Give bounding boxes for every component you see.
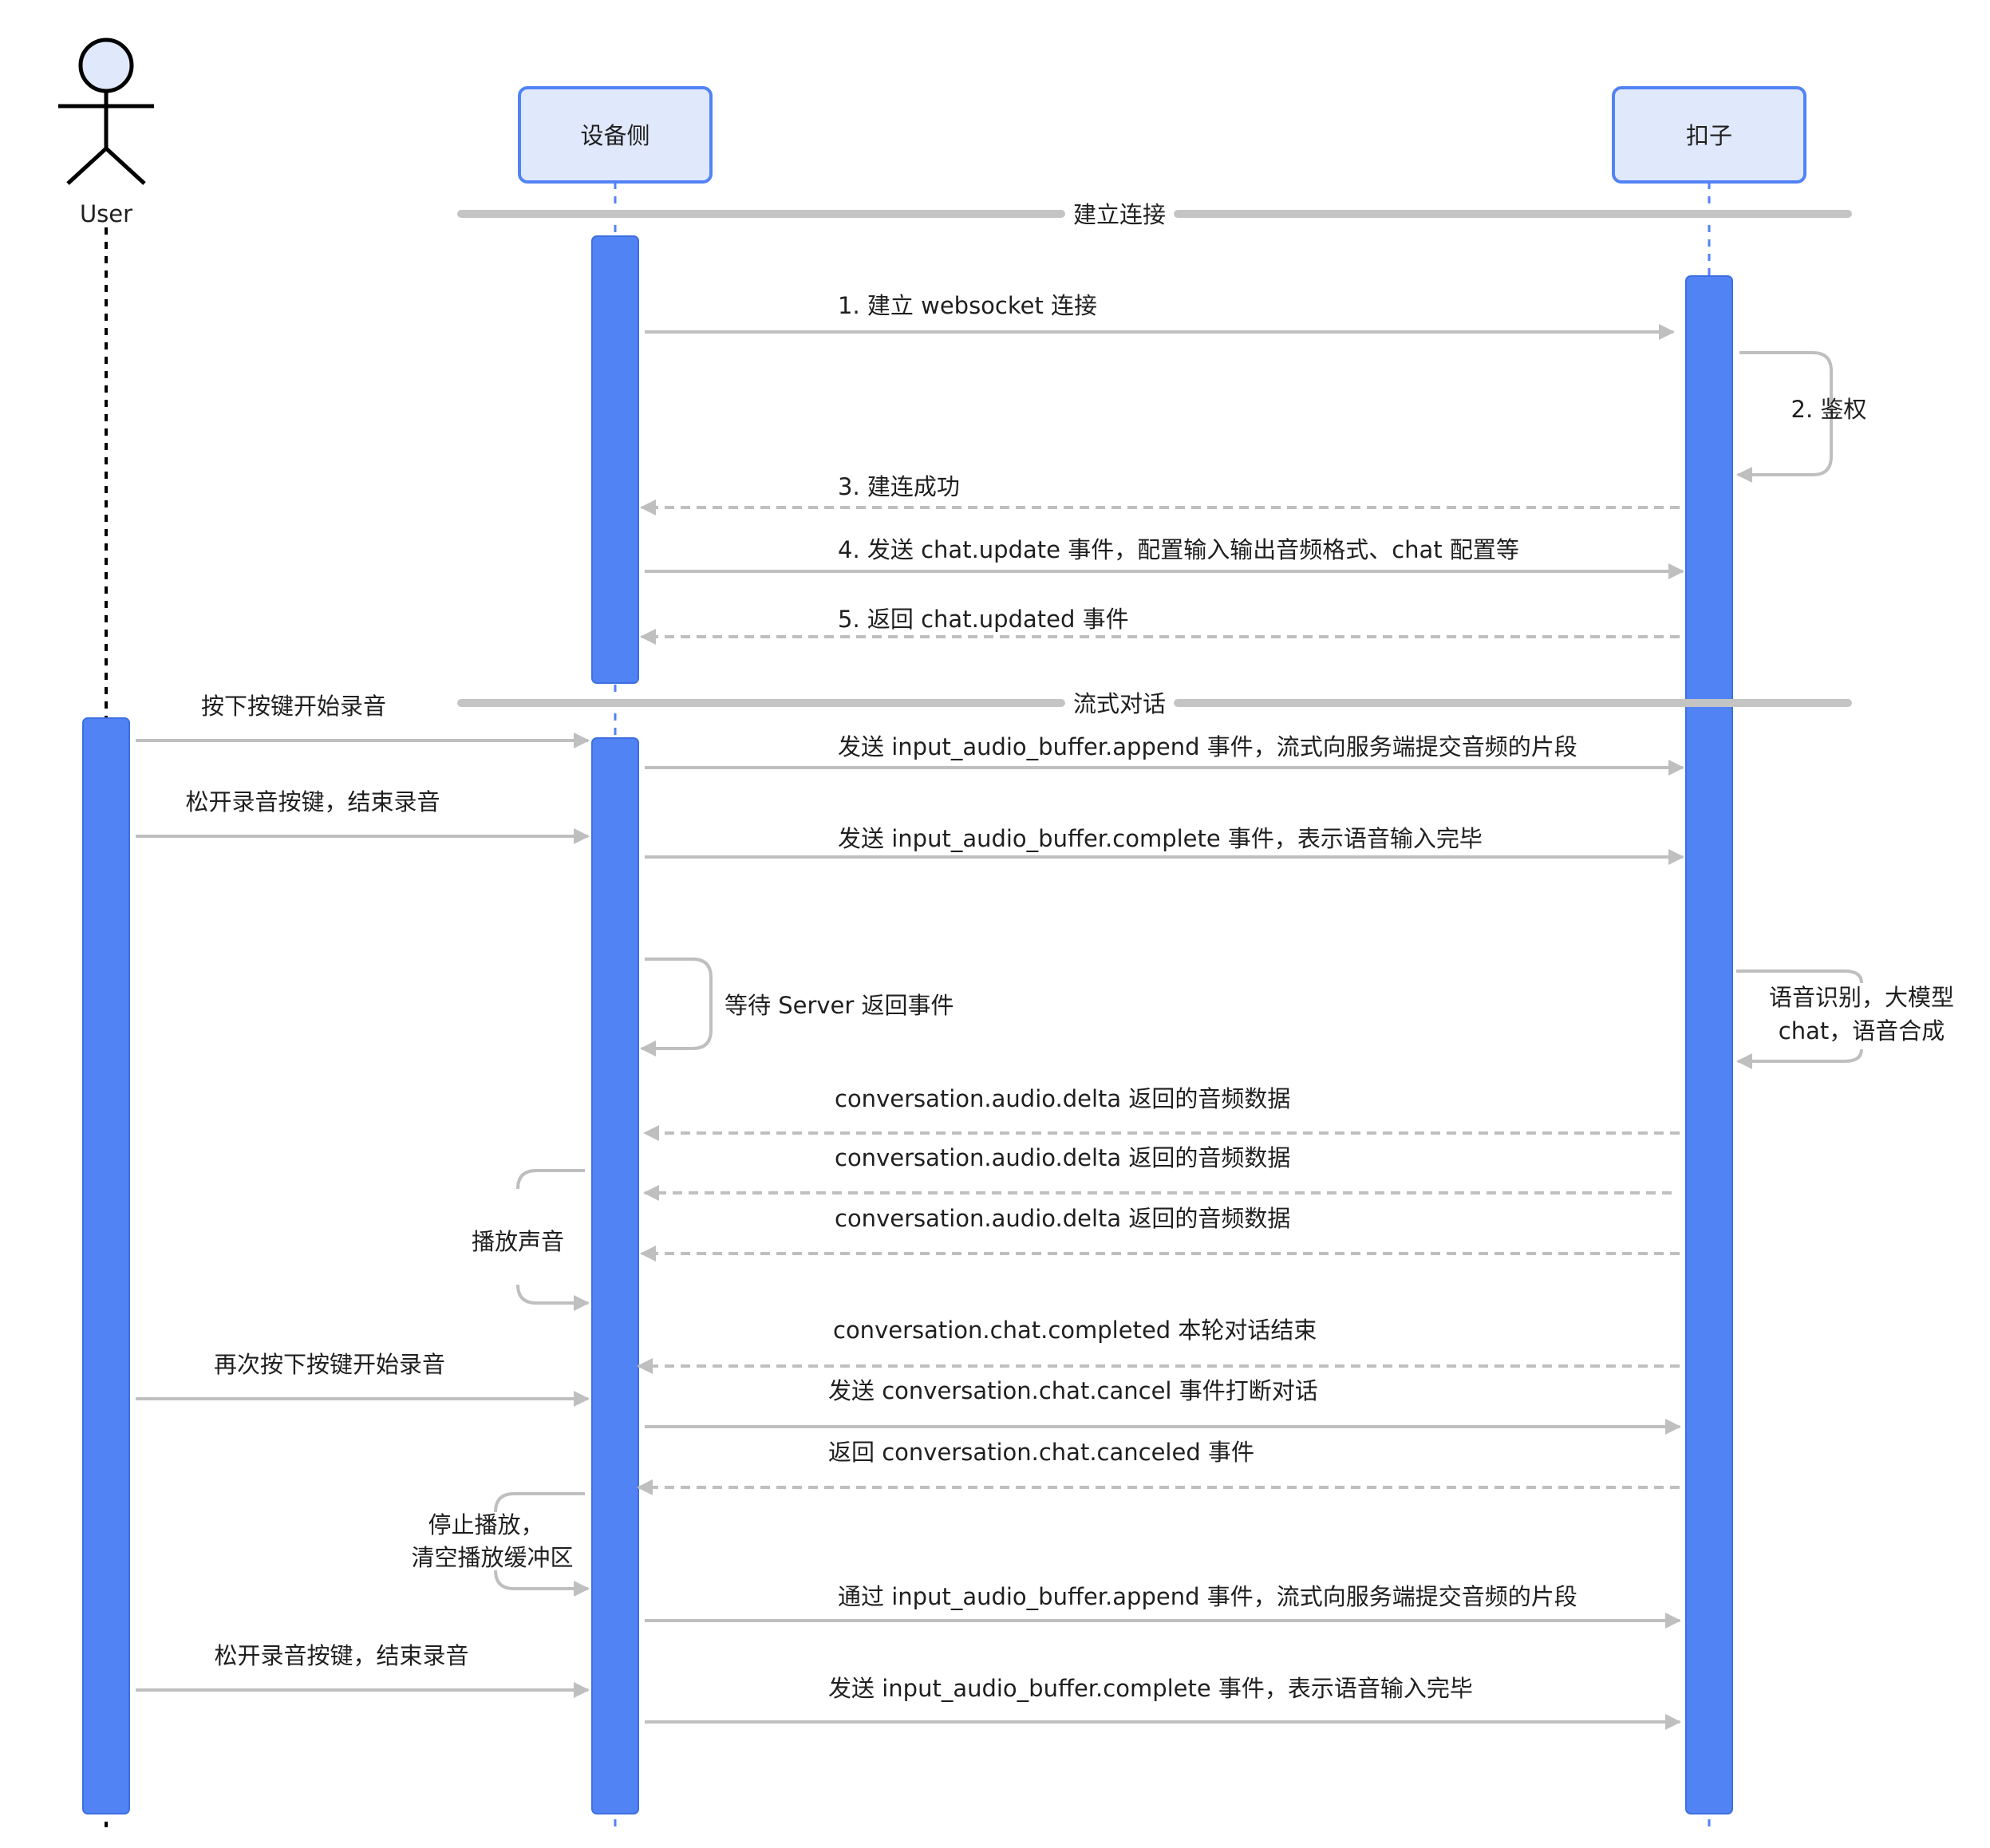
section-stream-label: 流式对话 [1073,690,1166,717]
message-delta-1: conversation.audio.delta 返回的音频数据 [643,1085,1680,1141]
svg-text:按下按键开始录音: 按下按键开始录音 [201,693,386,720]
svg-text:4. 发送 chat.update 事件，配置输入输出音频格: 4. 发送 chat.update 事件，配置输入输出音频格式、chat 配置等 [838,536,1519,563]
svg-text:5. 返回 chat.updated 事件: 5. 返回 chat.updated 事件 [838,606,1129,633]
message-5: 5. 返回 chat.updated 事件 [640,606,1680,645]
svg-text:发送 conversation.chat.cancel 事件: 发送 conversation.chat.cancel 事件打断对话 [828,1377,1318,1404]
message-canceled: 返回 conversation.chat.canceled 事件 [637,1439,1680,1495]
message-stop-self: 停止播放， 清空播放缓冲区 [411,1492,588,1589]
svg-text:等待 Server 返回事件: 等待 Server 返回事件 [725,992,954,1019]
participant-device: 设备侧 [518,86,713,184]
user-label: User [80,200,132,227]
svg-text:松开录音按键，结束录音: 松开录音按键，结束录音 [214,1642,468,1669]
message-delta-3: conversation.audio.delta 返回的音频数据 [640,1205,1680,1262]
message-2-self: 2. 鉴权 [1736,351,1867,483]
svg-text:通过 input_audio_buffer.append 事: 通过 input_audio_buffer.append 事件，流式向服务端提交… [838,1583,1577,1610]
svg-text:3. 建连成功: 3. 建连成功 [838,473,960,500]
section-connect-label: 建立连接 [1073,201,1166,228]
svg-text:发送 input_audio_buffer.complete: 发送 input_audio_buffer.complete 事件，表示语音输入… [838,825,1483,852]
svg-text:停止播放，: 停止播放， [428,1511,543,1538]
section-connect: 建立连接 [457,201,1852,228]
message-release-1: 松开录音按键，结束录音 [136,788,590,844]
message-1: 1. 建立 websocket 连接 [645,292,1675,340]
svg-text:conversation.audio.delta 返回的音频: conversation.audio.delta 返回的音频数据 [835,1144,1290,1171]
stick-figure-actor-icon [58,38,154,185]
message-press-again: 再次按下按键开始录音 [136,1351,590,1407]
message-delta-2: conversation.audio.delta 返回的音频数据 [643,1144,1672,1201]
message-4: 4. 发送 chat.update 事件，配置输入输出音频格式、chat 配置等 [645,536,1684,579]
svg-text:松开录音按键，结束录音: 松开录音按键，结束录音 [185,788,440,815]
message-complete-2: 发送 input_audio_buffer.complete 事件，表示语音输入… [645,1675,1681,1730]
message-append-2: 通过 input_audio_buffer.append 事件，流式向服务端提交… [645,1583,1681,1629]
svg-text:conversation.chat.completed 本轮: conversation.chat.completed 本轮对话结束 [833,1317,1317,1344]
svg-text:conversation.audio.delta 返回的音频: conversation.audio.delta 返回的音频数据 [835,1085,1290,1112]
section-stream: 流式对话 [457,690,1852,717]
coze-activation [1685,275,1733,1814]
user-activation [82,717,130,1814]
device-activation-1 [591,235,639,684]
participant-coze: 扣子 [1612,86,1806,184]
svg-text:1. 建立 websocket 连接: 1. 建立 websocket 连接 [838,292,1097,319]
message-release-2: 松开录音按键，结束录音 [136,1642,590,1698]
svg-text:2. 鉴权: 2. 鉴权 [1791,396,1867,423]
svg-text:播放声音: 播放声音 [472,1228,564,1255]
participant-device-label: 设备侧 [580,122,650,149]
svg-text:chat，语音合成: chat，语音合成 [1779,1017,1945,1044]
device-activation-2 [591,737,639,1814]
message-append-1: 发送 input_audio_buffer.append 事件，流式向服务端提交… [645,733,1684,776]
message-cancel: 发送 conversation.chat.cancel 事件打断对话 [645,1377,1681,1435]
svg-text:语音识别，大模型: 语音识别，大模型 [1769,984,1954,1011]
message-play-self: 播放声音 [472,1169,588,1303]
svg-text:返回 conversation.chat.canceled: 返回 conversation.chat.canceled 事件 [828,1439,1254,1466]
participant-coze-label: 扣子 [1686,122,1732,149]
message-wait-self: 等待 Server 返回事件 [640,958,954,1056]
message-3: 3. 建连成功 [640,473,1680,515]
message-press: 按下按键开始录音 [136,693,590,748]
message-process-self: 语音识别，大模型 chat，语音合成 [1736,969,1954,1061]
svg-text:再次按下按键开始录音: 再次按下按键开始录音 [214,1351,445,1378]
svg-text:conversation.audio.delta 返回的音频: conversation.audio.delta 返回的音频数据 [835,1205,1290,1232]
svg-text:清空播放缓冲区: 清空播放缓冲区 [411,1544,573,1571]
svg-text:发送 input_audio_buffer.append 事: 发送 input_audio_buffer.append 事件，流式向服务端提交… [838,733,1577,760]
message-complete-1: 发送 input_audio_buffer.complete 事件，表示语音输入… [645,825,1684,865]
svg-text:发送 input_audio_buffer.complete: 发送 input_audio_buffer.complete 事件，表示语音输入… [828,1675,1473,1702]
message-chat-completed: conversation.chat.completed 本轮对话结束 [637,1317,1680,1374]
user-actor: User [58,38,154,227]
